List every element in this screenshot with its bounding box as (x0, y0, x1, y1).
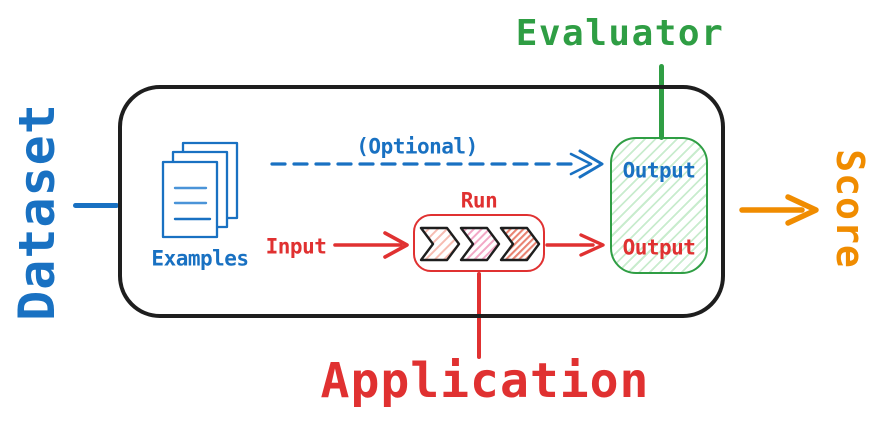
application-output-label: Output (622, 235, 696, 260)
document-page-front (161, 160, 219, 239)
evaluator-output-box (610, 137, 708, 274)
reference-output-label: Output (622, 158, 696, 183)
chevron-step-1 (419, 226, 461, 262)
score-label: Score (828, 149, 872, 269)
arrowhead-icon (578, 149, 604, 179)
input-label: Input (265, 234, 327, 259)
stacked-documents-icon (161, 141, 239, 239)
system-boundary-box (118, 85, 725, 318)
dataset-label: Dataset (8, 103, 66, 321)
chevron-step-2 (459, 226, 501, 262)
document-text-lines (173, 186, 212, 221)
dataset-connector-line (73, 203, 119, 208)
pipeline-chevrons-icon (419, 226, 541, 262)
evaluator-connector-line (659, 64, 664, 140)
run-label: Run (460, 188, 498, 213)
arrowhead-icon (785, 194, 819, 226)
examples-label: Examples (151, 246, 249, 271)
run-output-arrow (545, 233, 605, 257)
input-arrow (333, 231, 409, 259)
evaluator-label: Evaluator (515, 13, 725, 54)
chevron-step-3 (499, 226, 541, 262)
optional-label: (Optional) (356, 134, 478, 159)
application-label: Application (320, 353, 650, 409)
arrowhead-inner-icon (569, 152, 593, 176)
score-arrow (739, 194, 819, 226)
optional-dashed-arrow (270, 149, 604, 179)
arrowhead-icon (383, 231, 409, 259)
arrowhead-icon (579, 233, 605, 257)
run-box (413, 214, 545, 272)
